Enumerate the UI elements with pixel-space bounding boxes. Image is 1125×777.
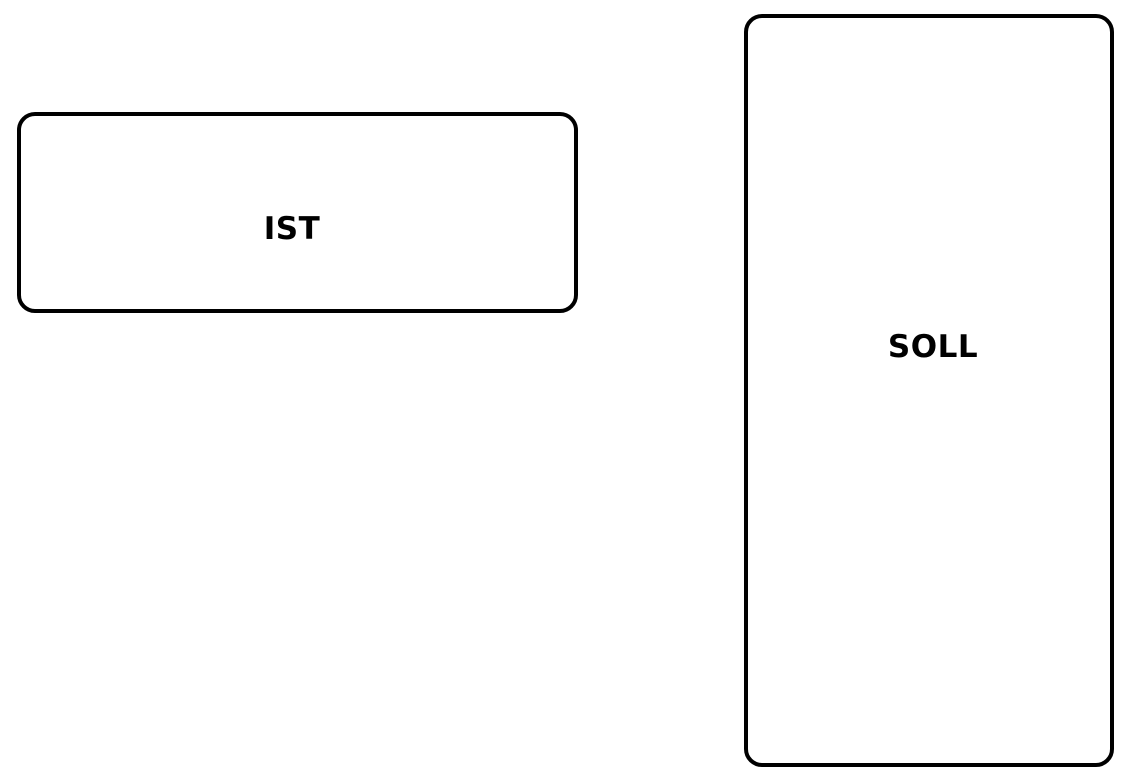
soll-box-label: SOLL (887, 329, 979, 365)
ist-box-label: IST (263, 211, 321, 247)
soll-box: SOLL (744, 14, 1114, 767)
ist-box: IST (17, 112, 578, 313)
